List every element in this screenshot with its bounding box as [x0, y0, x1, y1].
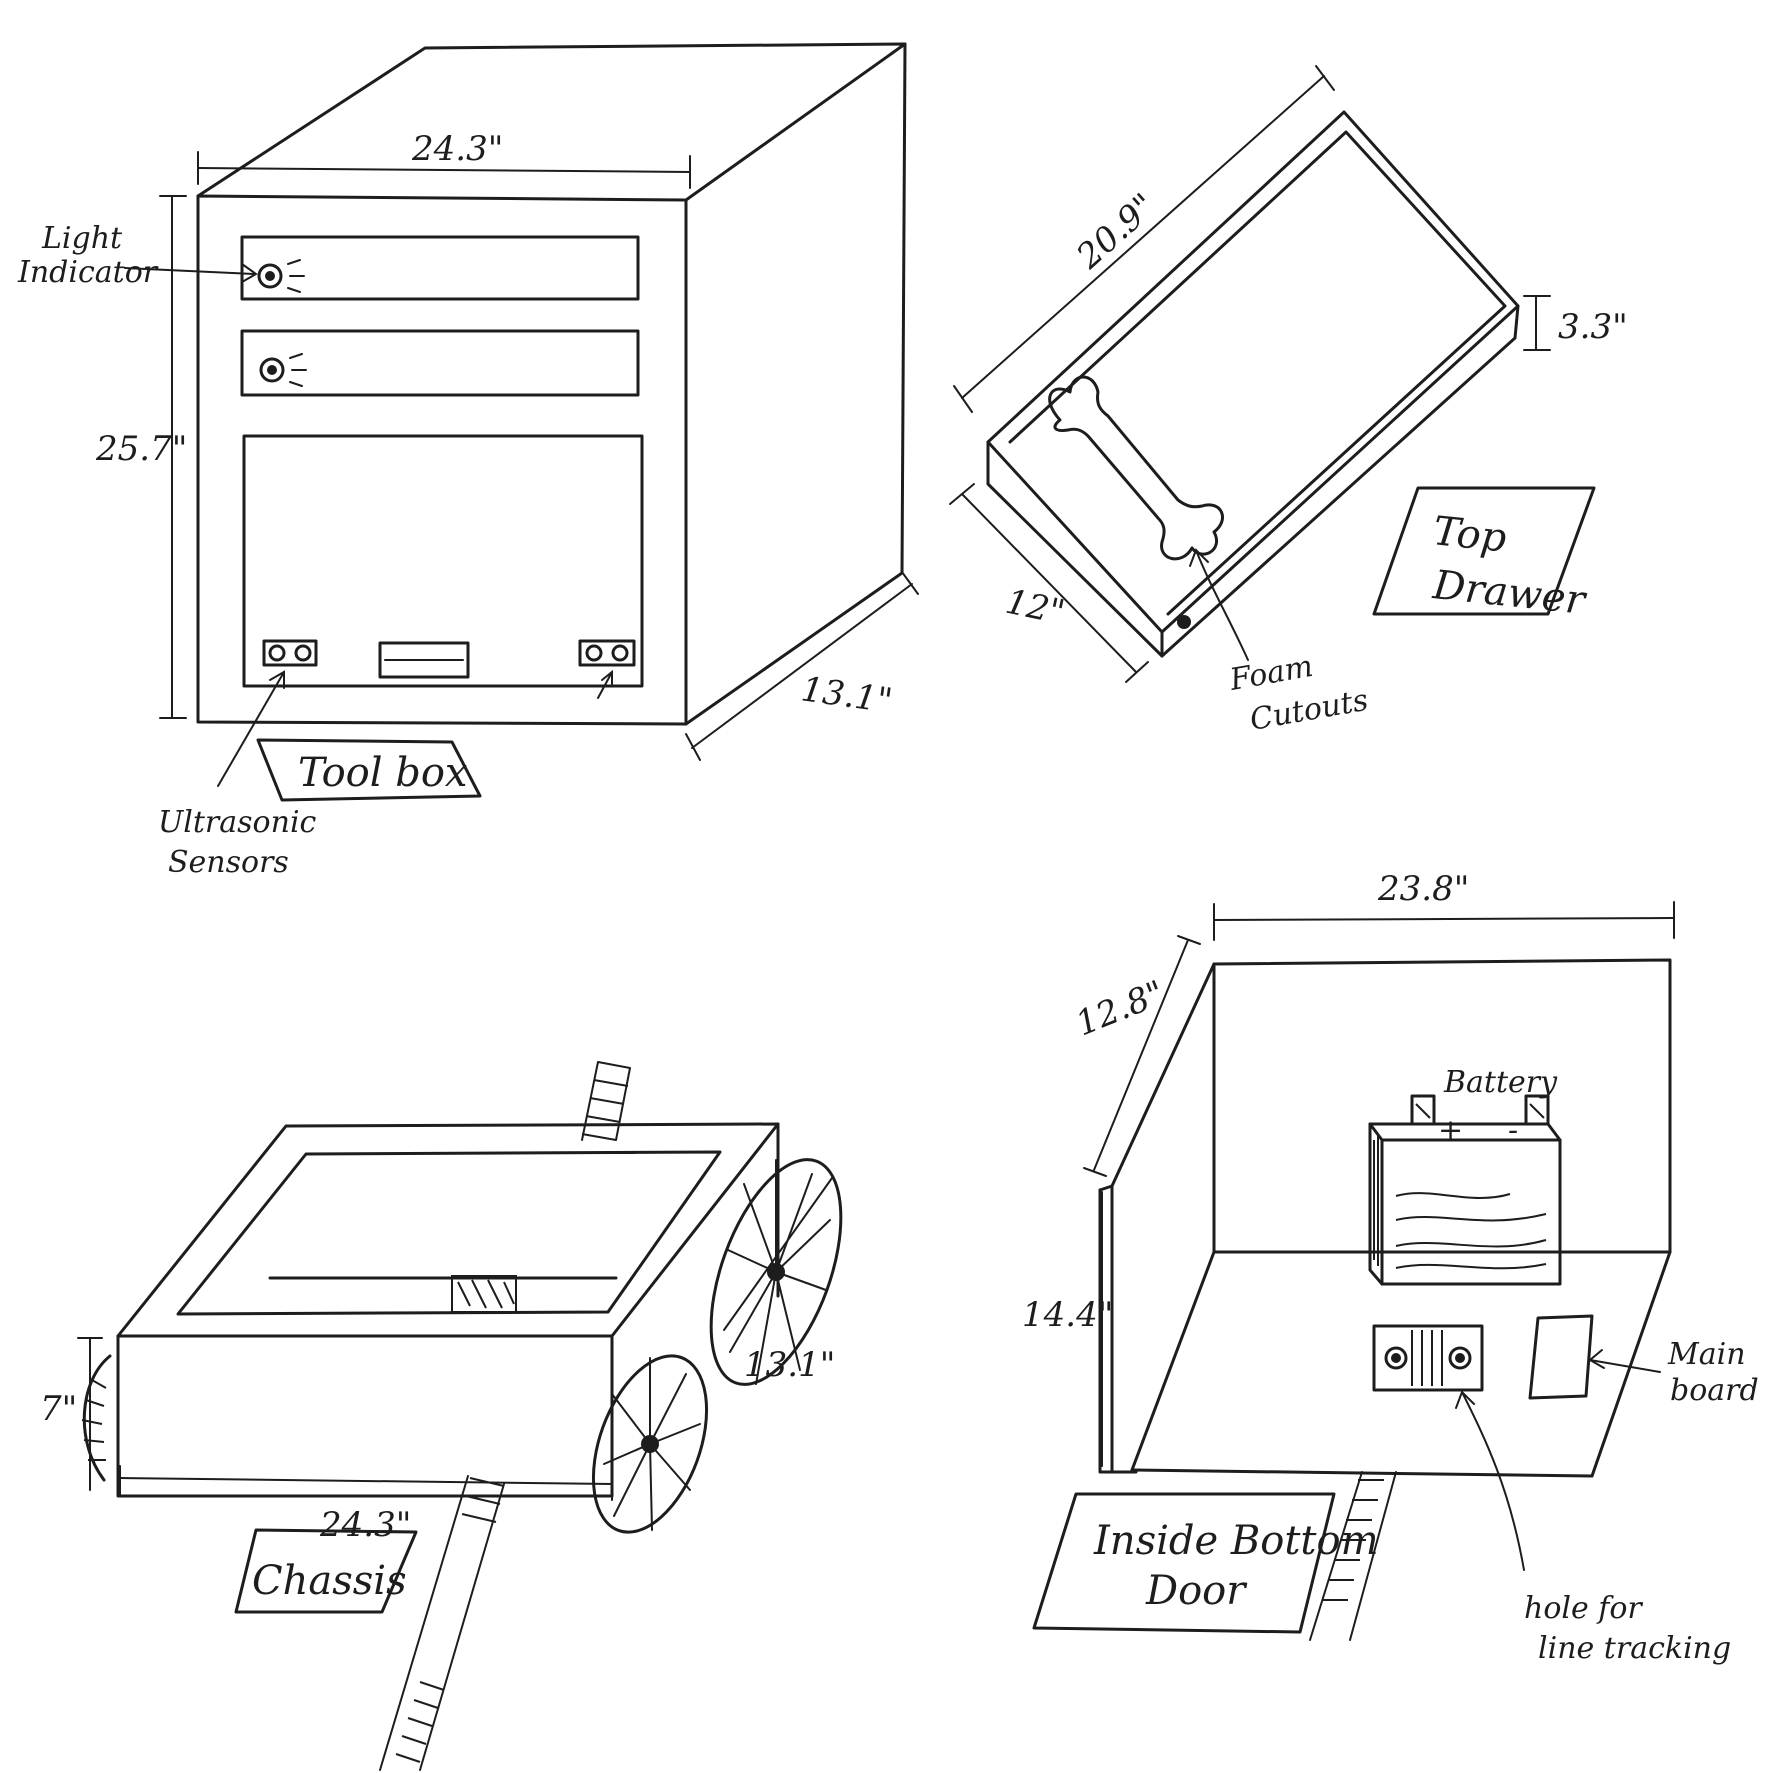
- chassis-height-label: 7": [40, 1389, 77, 1429]
- ultrasonic-sensor-right: [578, 639, 636, 667]
- top-drawer-title-tag: [1372, 486, 1596, 616]
- bone-foam-cutout: [1048, 375, 1224, 561]
- chassis-title: Chassis: [252, 1558, 407, 1604]
- ultrasonic-sensors-arrow: [217, 671, 285, 787]
- top-drawer-title-1: Top: [1431, 508, 1509, 561]
- toolbox-width-label: 24.3": [411, 129, 503, 169]
- line-tracking-label-2: line tracking: [1538, 1631, 1731, 1666]
- light-indicator-arrow: [124, 267, 255, 275]
- battery-positive-sign: +: [1438, 1113, 1463, 1148]
- toolbox-drawer-1: [240, 235, 640, 301]
- line-tracking-label-1: hole for: [1524, 1591, 1643, 1626]
- line-tracking-sensor: [1372, 1324, 1484, 1392]
- chassis-sensor-slot: [451, 1275, 517, 1313]
- inside-bottom-title-tag: [1032, 1492, 1336, 1634]
- inside-bottom-depth-label: 12.8": [1070, 973, 1170, 1044]
- battery: + -: [1368, 1094, 1562, 1286]
- top-drawer-knob: [1177, 615, 1191, 629]
- inside-bottom-title-2: Door: [1145, 1568, 1248, 1614]
- inside-bottom-height-label: 14.4": [1022, 1295, 1113, 1335]
- line-tracking-arrow: [1461, 1391, 1525, 1571]
- toolbox-height-label: 25.7": [95, 429, 187, 469]
- chassis-wheel-front: [591, 1354, 709, 1534]
- main-board-label-2: board: [1670, 1373, 1759, 1408]
- light-indicator-2: [259, 357, 285, 383]
- main-board-label-1: Main: [1667, 1337, 1746, 1372]
- battery-label: Battery: [1443, 1065, 1558, 1100]
- inside-bottom-width-label: 23.8": [1377, 869, 1469, 909]
- foam-cutouts-label-1: Foam: [1226, 649, 1315, 698]
- inside-bottom-door-drawing: + - Battery 23.8" 12.8" 14.4" Main board: [1022, 869, 1759, 1666]
- toolbox-title-tag: [256, 738, 482, 802]
- light-indicator-label-2: Indicator: [17, 255, 159, 290]
- toolbox-depth-label: 13.1": [799, 669, 895, 721]
- battery-negative-terminal: [1524, 1094, 1550, 1126]
- chassis-side-wheel: [82, 1354, 112, 1482]
- top-drawer-width-label: 12": [1002, 582, 1068, 633]
- ultrasonic-label-2: Sensors: [168, 845, 289, 880]
- toolbox-title: Tool box: [298, 750, 468, 796]
- toolbox-door-handle: [378, 641, 470, 679]
- main-board-arrow: [1589, 1359, 1661, 1373]
- light-indicator-label-1: Light: [41, 221, 123, 256]
- top-drawer-height-label: 3.3": [1558, 307, 1628, 347]
- chassis-axle: [379, 1061, 631, 1771]
- toolbox-drawer-2: [240, 329, 640, 397]
- ultrasonic-sensor-left: [262, 639, 318, 667]
- toolbox-drawing: 24.3" 25.7" 13.1" Light Indicator Ultras…: [17, 42, 919, 880]
- toolbox-bottom-door: [242, 434, 644, 688]
- battery-negative-sign: -: [1508, 1113, 1518, 1148]
- chassis-title-tag: [234, 1528, 418, 1614]
- light-indicator-1: [257, 263, 283, 289]
- chassis-wheel-front-spokes: [603, 1357, 701, 1531]
- main-board: [1528, 1314, 1594, 1400]
- foam-cutouts-arrow: [1195, 549, 1249, 661]
- chassis-drawing: 7" 24.3" 13.1" Chassis: [40, 1061, 843, 1771]
- ultrasonic-label-1: Ultrasonic: [158, 805, 317, 840]
- chassis-width-label: 24.3": [319, 1505, 411, 1545]
- chassis-depth-label: 13.1": [744, 1345, 835, 1385]
- battery-positive-terminal: [1410, 1094, 1436, 1126]
- inside-bottom-title-1: Inside Bottom: [1093, 1518, 1379, 1564]
- top-drawer-drawing: 20.9" 3.3" 12" Foam Cutouts Top Drawer: [949, 65, 1628, 738]
- chassis-wheel-back-spokes: [727, 1159, 831, 1385]
